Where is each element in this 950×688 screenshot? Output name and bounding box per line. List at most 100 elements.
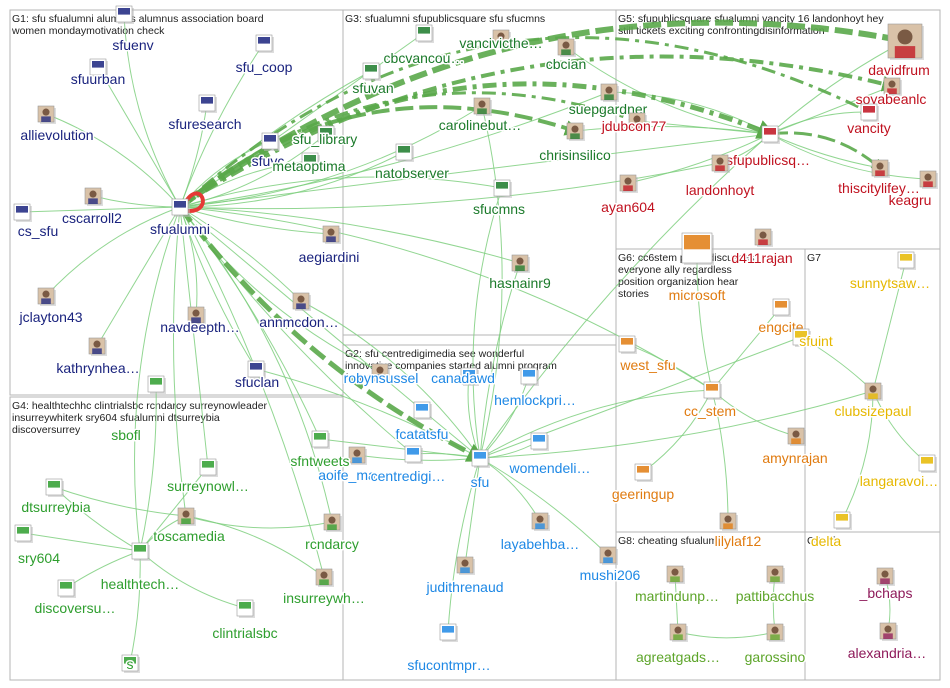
node-sfu[interactable]: sfu bbox=[469, 449, 491, 492]
node-jdubcon77[interactable]: jdubcon77 bbox=[599, 112, 668, 136]
edge-healthtech-dtsurreybia bbox=[53, 486, 141, 552]
node-langaravoi[interactable]: langaravoi… bbox=[858, 454, 940, 491]
node-label: suepgardner bbox=[569, 101, 648, 117]
node-healthtech[interactable]: healthtech… bbox=[99, 542, 181, 594]
node-label: sfntweets bbox=[290, 453, 349, 469]
node-label: alexandria… bbox=[848, 645, 927, 661]
avatar-icon bbox=[37, 287, 56, 306]
node-agreatgads[interactable]: agreatgads… bbox=[634, 623, 722, 667]
node-vancity[interactable]: vancity bbox=[846, 103, 892, 138]
node-label: aegiardini bbox=[299, 249, 360, 265]
node-sfuvc[interactable]: sfuvc bbox=[250, 132, 286, 171]
node-davidfrum[interactable]: davidfrum bbox=[867, 23, 931, 80]
node-sfupublicsq[interactable]: sfupublicsq… bbox=[724, 125, 812, 170]
node-clintrialsbc[interactable]: clintrialsbc bbox=[211, 599, 279, 643]
node-annmcdon[interactable]: annmcdon… bbox=[258, 292, 340, 332]
node-carolinebut[interactable]: carolinebut… bbox=[437, 97, 523, 135]
node-sfuvan[interactable]: sfuvan bbox=[351, 62, 395, 98]
node-centredigi[interactable]: centredigi… bbox=[369, 445, 447, 486]
node-amynrajan[interactable]: amynrajan bbox=[761, 427, 829, 468]
node-rcndarcy[interactable]: rcndarcy bbox=[304, 513, 360, 554]
node-cbcian[interactable]: cbcian bbox=[544, 38, 588, 74]
node-natobserver[interactable]: natobserver bbox=[374, 143, 451, 183]
node-keagru[interactable]: keagru bbox=[887, 170, 938, 210]
node-fcatatsfu[interactable]: fcatatsfu bbox=[394, 401, 450, 444]
node-landonhoyt[interactable]: landonhoyt bbox=[684, 154, 756, 200]
node-dtsurreybia[interactable]: dtsurreybia bbox=[20, 478, 92, 517]
edge-sfualumni-surreynowl bbox=[179, 206, 209, 468]
node-geeringup[interactable]: geeringup bbox=[610, 463, 676, 504]
node-metaoptima[interactable]: metaoptima bbox=[271, 152, 347, 176]
node-vancivicthe[interactable]: vancivicthe… bbox=[458, 29, 544, 53]
node-womendeli[interactable]: womendeli… bbox=[507, 432, 592, 478]
logo-icon bbox=[520, 367, 539, 386]
node-robynsussel[interactable]: robynsussel bbox=[342, 363, 420, 388]
node-judithrenaud[interactable]: judithrenaud bbox=[424, 556, 505, 597]
node-sry604[interactable]: sry604 bbox=[14, 524, 62, 568]
node-pattibacchus[interactable]: pattibacchus bbox=[734, 565, 816, 606]
node-garossino[interactable]: garossino bbox=[743, 623, 807, 667]
node-cbcvancou[interactable]: cbcvancou… bbox=[382, 24, 466, 68]
node-clubsizepaul[interactable]: clubsizepaul bbox=[833, 382, 913, 421]
node-sfuurban[interactable]: sfuurban bbox=[69, 58, 127, 89]
node-kathrynhea[interactable]: kathrynhea… bbox=[55, 337, 141, 378]
node-cs_sfu[interactable]: cs_sfu bbox=[13, 203, 60, 241]
node-aoife_ma[interactable]: aoife_ma… bbox=[317, 446, 391, 485]
node-hemlockpri[interactable]: hemlockpri… bbox=[493, 367, 577, 410]
node-surreynowl[interactable]: surreynowl… bbox=[166, 458, 250, 496]
node-sunnytsaw[interactable]: sunnytsaw… bbox=[848, 251, 932, 293]
node-sfntweets[interactable]: sfntweets bbox=[289, 430, 351, 471]
edge-sfualumni-landonhoyt bbox=[179, 162, 721, 210]
node-sfualumni[interactable]: sfualumni bbox=[149, 198, 211, 239]
node-layabehba[interactable]: layabehba… bbox=[499, 512, 581, 554]
logo-icon bbox=[618, 335, 637, 354]
node-jclayton43[interactable]: jclayton43 bbox=[17, 287, 84, 327]
node-delta[interactable]: delta bbox=[809, 511, 852, 551]
node-navdeepth[interactable]: navdeepth… bbox=[159, 306, 241, 337]
node-sbofl[interactable]: sbofl bbox=[110, 375, 166, 445]
node-martindunp[interactable]: martindunp… bbox=[633, 565, 721, 606]
node-hasnainr9[interactable]: hasnainr9 bbox=[488, 254, 552, 293]
node-sfu_library[interactable]: sfu_library bbox=[291, 125, 359, 149]
logo-icon bbox=[439, 623, 458, 642]
node-allievolution[interactable]: allievolution bbox=[19, 105, 95, 145]
logo-icon bbox=[681, 232, 714, 265]
edge-cc_stem-geeringup bbox=[642, 389, 713, 473]
node-ayan604[interactable]: ayan604 bbox=[600, 174, 657, 217]
node-mushi206[interactable]: mushi206 bbox=[578, 546, 642, 585]
node-label: dtsurreybia bbox=[21, 499, 90, 515]
node-microsoft[interactable]: microsoft bbox=[667, 232, 727, 305]
node-lilylaf12[interactable]: lilylaf12 bbox=[713, 512, 763, 551]
node-s_node[interactable]: s bbox=[121, 655, 140, 674]
node-sfuint[interactable]: sfuint bbox=[792, 328, 834, 351]
avatar-icon bbox=[599, 546, 618, 565]
node-sfucontmpr[interactable]: sfucontmpr… bbox=[406, 623, 492, 675]
node-toscamedia[interactable]: toscamedia bbox=[152, 507, 227, 546]
node-chrisinsilico[interactable]: chrisinsilico bbox=[538, 122, 612, 165]
node-sfuclan[interactable]: sfuclan bbox=[233, 360, 281, 392]
node-insurreywh[interactable]: insurreywh… bbox=[282, 568, 366, 608]
node-_bchaps[interactable]: _bchaps bbox=[857, 567, 914, 603]
node-sfuresearch[interactable]: sfuresearch bbox=[167, 94, 243, 134]
heavy-edge-sfualumni-soyabeanlc bbox=[178, 54, 899, 209]
node-thiscitylifey[interactable]: thiscitylifey… bbox=[837, 159, 921, 198]
edge-sfu-clubsizepaul bbox=[479, 390, 874, 459]
node-d411rajan[interactable]: d411rajan bbox=[730, 228, 794, 268]
node-canadawd[interactable]: canadawd bbox=[430, 367, 496, 388]
node-suepgardner[interactable]: suepgardner bbox=[567, 83, 649, 119]
node-west_sfu[interactable]: west_sfu bbox=[618, 335, 677, 375]
node-discoversu[interactable]: discoversu… bbox=[33, 579, 117, 618]
node-soyabeanlc[interactable]: soyabeanlc bbox=[854, 77, 928, 109]
node-sfu_coop[interactable]: sfu_coop bbox=[234, 34, 294, 77]
node-cscarroll2[interactable]: cscarroll2 bbox=[61, 187, 124, 228]
node-aegiardini[interactable]: aegiardini bbox=[297, 225, 361, 267]
node-label: lilylaf12 bbox=[715, 533, 762, 549]
logo-icon bbox=[14, 524, 33, 543]
node-alexandria[interactable]: alexandria… bbox=[846, 622, 928, 663]
node-sfucmns[interactable]: sfucmns bbox=[471, 179, 527, 219]
node-sfuenv[interactable]: sfuenv bbox=[111, 5, 155, 55]
node-label: sfupublicsq… bbox=[726, 152, 810, 168]
avatar-icon bbox=[628, 112, 647, 131]
edge-toscamedia-dtsurreybia bbox=[53, 486, 187, 517]
node-cc_stem[interactable]: cc_stem bbox=[682, 381, 738, 421]
